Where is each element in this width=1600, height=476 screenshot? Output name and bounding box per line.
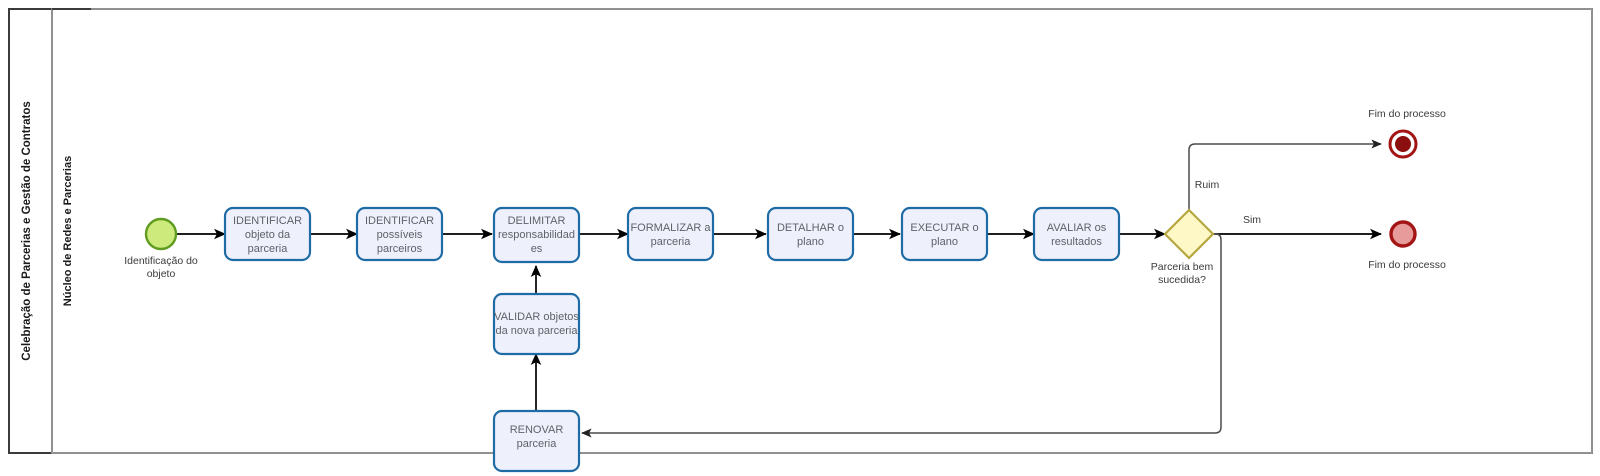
start-event-label-line1: Identificação do: [124, 255, 198, 267]
task-avaliar-resultados[interactable]: AVALIAR os resultados: [1032, 206, 1121, 262]
task-label-line1: RENOVAR: [510, 424, 564, 436]
flow-gateway-to-renovar: [581, 233, 1222, 438]
task-box[interactable]: [1032, 206, 1121, 262]
task-label-line1: VALIDAR objetos: [494, 311, 579, 323]
end-event-terminate-label: Fim do processo: [1368, 108, 1446, 120]
pool-label: Celebração de Parcerias e Gestão de Cont…: [21, 101, 33, 361]
task-box[interactable]: [355, 206, 444, 262]
task-label-line1: DELIMITAR: [508, 215, 566, 227]
task-formalizar-parceria[interactable]: FORMALIZAR a parceria: [626, 206, 715, 262]
task-box[interactable]: [223, 206, 312, 262]
task-executar-plano[interactable]: EXECUTAR o plano: [900, 206, 989, 262]
task-renovar-parceria[interactable]: RENOVAR parceria: [492, 409, 581, 473]
task-label-line2: da nova parceria: [496, 325, 579, 337]
task-box[interactable]: [492, 206, 581, 264]
task-box[interactable]: [626, 206, 715, 262]
task-label-line1: AVALIAR os: [1047, 222, 1107, 234]
task-label-line2: possíveis: [377, 229, 423, 241]
task-label-line2: parceria: [517, 438, 558, 450]
end-event-label: Fim do processo: [1368, 259, 1446, 271]
task-label-line1: IDENTIFICAR: [365, 215, 434, 227]
lane-label: Núcleo de Redes e Parcerias: [62, 156, 74, 306]
task-box[interactable]: [492, 292, 581, 356]
end-event-terminate[interactable]: Fim do processo: [1368, 108, 1446, 159]
end-event-circle[interactable]: [1389, 220, 1417, 248]
flow-label-ruim: Ruim: [1195, 179, 1220, 191]
task-label-line1: FORMALIZAR a: [630, 222, 711, 234]
sequence-flows: [177, 139, 1382, 438]
start-event-circle[interactable]: [144, 217, 178, 251]
task-label-line3: es: [531, 243, 543, 255]
flow-gateway-ruim-to-end-terminate: [1188, 139, 1382, 212]
task-label-line2: plano: [931, 236, 958, 248]
start-event-label-line2: objeto: [147, 268, 176, 280]
task-box[interactable]: [900, 206, 989, 262]
gateway-diamond[interactable]: [1163, 208, 1215, 260]
task-label-line2: parceria: [651, 236, 692, 248]
task-label-line2: objeto da: [245, 229, 291, 241]
task-label-line1: IDENTIFICAR: [233, 215, 302, 227]
gateway-label-line1: Parceria bem: [1151, 261, 1214, 273]
task-label-line1: EXECUTAR o: [910, 222, 978, 234]
task-label-line3: parceiros: [377, 243, 423, 255]
task-label-line2: resultados: [1051, 236, 1102, 248]
task-detalhar-plano[interactable]: DETALHAR o plano: [766, 206, 855, 262]
task-identificar-parceiros[interactable]: IDENTIFICAR possíveis parceiros: [355, 206, 444, 262]
task-label-line3: parceria: [248, 243, 289, 255]
task-label-line2: plano: [797, 236, 824, 248]
task-box[interactable]: [492, 409, 581, 473]
lane-nucleo-redes-parcerias: Núcleo de Redes e Parcerias: [51, 8, 1593, 454]
lane-border: [51, 8, 1593, 454]
start-event[interactable]: Identificação do objeto: [124, 217, 198, 280]
task-box[interactable]: [766, 206, 855, 262]
end-event-simple[interactable]: Fim do processo: [1368, 220, 1446, 271]
end-event-terminate-inner: [1395, 136, 1411, 152]
flow-label-sim: Sim: [1243, 214, 1261, 226]
gateway-label-line2: sucedida?: [1158, 274, 1206, 286]
task-delimitar-responsabilidades[interactable]: DELIMITAR responsabilidad es: [492, 206, 581, 264]
task-validar-objetos[interactable]: VALIDAR objetos da nova parceria: [492, 292, 581, 356]
task-label-line2: responsabilidad: [498, 229, 575, 241]
task-label-line1: DETALHAR o: [777, 222, 844, 234]
gateway-parceria-bem-sucedida[interactable]: Parceria bem sucedida?: [1151, 208, 1215, 286]
task-identificar-objeto[interactable]: IDENTIFICAR objeto da parceria: [223, 206, 312, 262]
